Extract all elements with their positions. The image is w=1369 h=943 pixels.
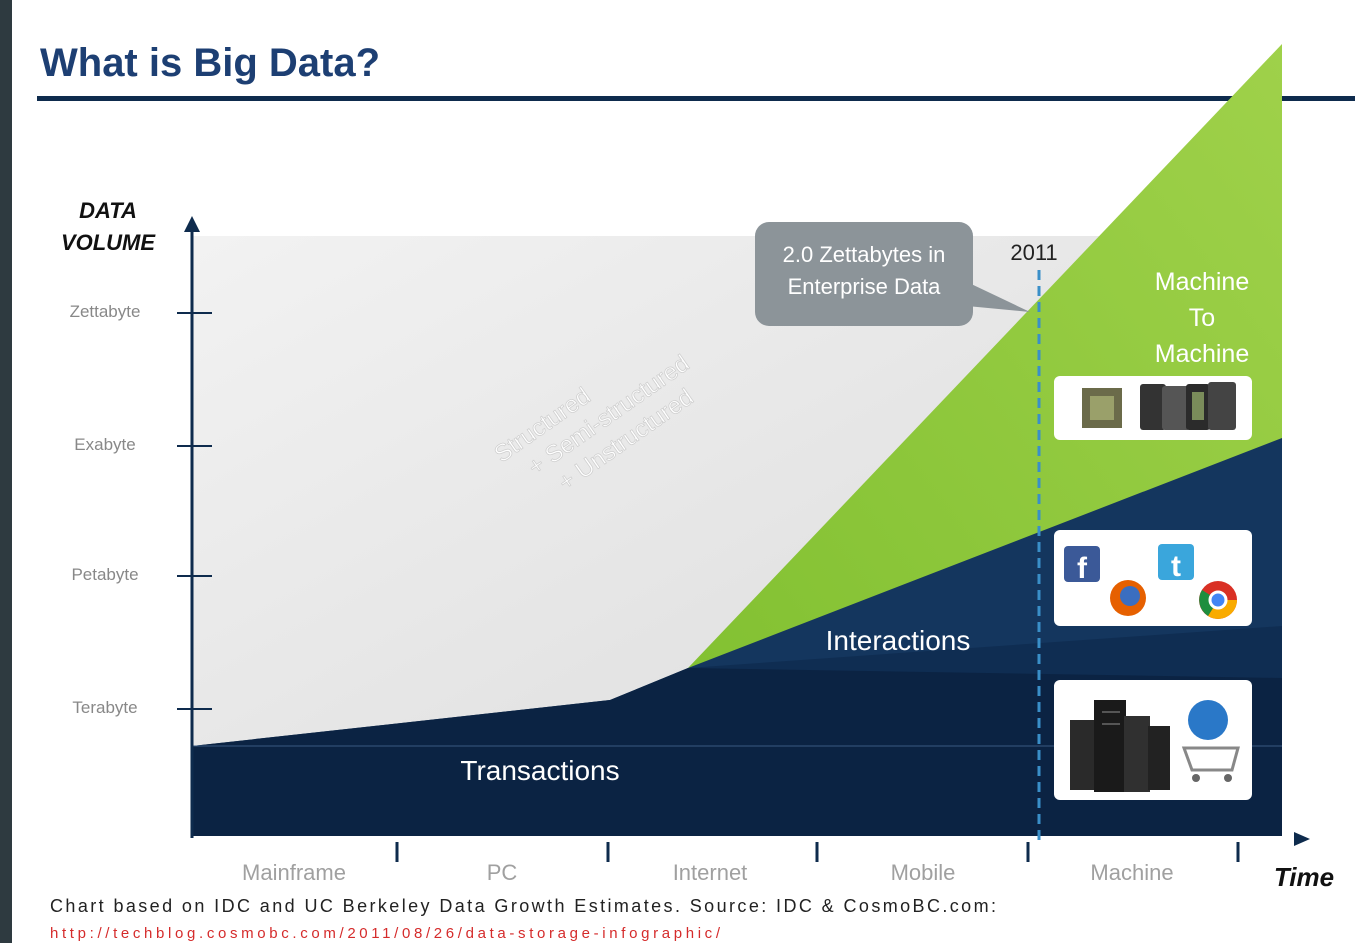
facebook-icon: f: [1064, 546, 1100, 585]
y-tick-label: Exabyte: [74, 435, 135, 454]
x-era-separators: [395, 842, 1240, 862]
title-rule: [37, 96, 1355, 101]
page-title: What is Big Data?: [40, 41, 380, 85]
y-ticks: Zettabyte Exabyte Petabyte Terabyte: [70, 302, 212, 717]
x-axis-label: Time: [1274, 862, 1334, 892]
transactions-region: [192, 668, 1282, 836]
twitter-icon: t: [1158, 544, 1194, 583]
big-data-diagram: What is Big Data? DATA VOLUME Zettabyte …: [37, 41, 1355, 942]
x-category-label: Mainframe: [242, 860, 346, 885]
x-axis-arrow-icon: [1294, 832, 1310, 846]
svg-text:t: t: [1171, 550, 1181, 583]
transactions-label: Transactions: [460, 755, 619, 786]
x-category-label: Internet: [673, 860, 748, 885]
callout-line2: Enterprise Data: [788, 274, 942, 299]
y-axis-label-line1: DATA: [79, 198, 137, 223]
x-category-label: Machine: [1090, 860, 1173, 885]
source-text: Chart based on IDC and UC Berkeley Data …: [50, 896, 996, 916]
slide: What is Big Data? DATA VOLUME Zettabyte …: [12, 0, 1369, 943]
server-icon: [1070, 700, 1170, 792]
callout-line1: 2.0 Zettabytes in: [783, 242, 946, 267]
firefox-icon: [1110, 580, 1146, 616]
y-axis-label-line2: VOLUME: [61, 230, 156, 255]
y-axis-arrow-icon: [184, 216, 200, 232]
social-box: f t: [1054, 530, 1252, 626]
zettabytes-callout: 2.0 Zettabytes in Enterprise Data: [755, 222, 1030, 326]
x-category-label: PC: [487, 860, 518, 885]
y-tick-label: Terabyte: [72, 698, 137, 717]
interactions-label: Interactions: [826, 625, 971, 656]
y-tick-label: Petabyte: [71, 565, 138, 584]
chrome-icon: [1199, 581, 1237, 619]
machine-label-line2: To: [1189, 304, 1215, 332]
x-categories: Mainframe PC Internet Mobile Machine: [242, 860, 1174, 885]
svg-text:f: f: [1077, 552, 1088, 585]
chip-icon: [1082, 388, 1122, 428]
y-tick-label: Zettabyte: [70, 302, 141, 321]
x-category-label: Mobile: [891, 860, 956, 885]
machine-label-line3: Machine: [1155, 340, 1250, 368]
phone-icon: [1140, 382, 1236, 430]
year-marker-label: 2011: [1010, 240, 1057, 265]
machine-label-line1: Machine: [1155, 268, 1250, 296]
source-link[interactable]: http://techblog.cosmobc.com/2011/08/26/d…: [50, 925, 721, 942]
devices-box: [1054, 376, 1252, 440]
commerce-box: [1054, 680, 1252, 800]
shopping-cart-icon: [1181, 700, 1240, 782]
